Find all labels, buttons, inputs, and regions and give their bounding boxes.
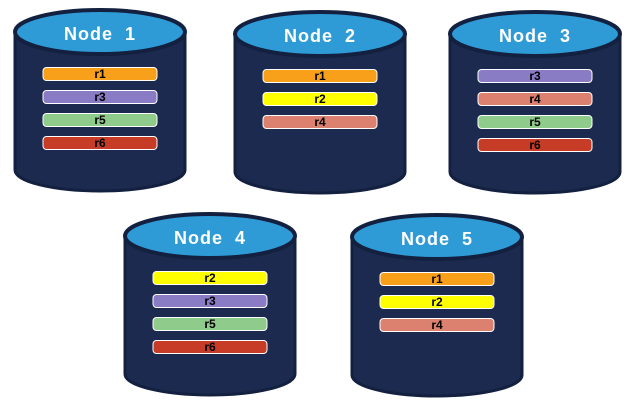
replica-stack: r1 r2 r4 [262,69,378,129]
replica-bar-r5: r5 [152,317,268,331]
node-title: Node 4 [173,227,246,248]
cylinder-top [13,8,187,56]
replica-stack: r3 r4 r5 r6 [477,69,593,152]
cylinder-top [123,212,297,260]
replica-bar-r4: r4 [379,318,495,332]
replica-bar-r3: r3 [42,90,158,104]
replica-bar-r6: r6 [477,138,593,152]
replica-bar-r6: r6 [152,340,268,354]
node-2: Node 2 r1 r2 r4 [231,9,409,195]
replica-stack: r2 r3 r5 r6 [152,271,268,354]
replica-bar-r2: r2 [152,271,268,285]
node-4: Node 4 r2 r3 r5 r6 [121,211,299,397]
replica-bar-r5: r5 [477,115,593,129]
replica-bar-r5: r5 [42,113,158,127]
replica-bar-r3: r3 [477,69,593,83]
node-title: Node 3 [498,25,571,46]
node-5: Node 5 r1 r2 r4 [348,212,526,398]
node-title: Node 5 [400,228,473,249]
replica-bar-r2: r2 [379,295,495,309]
node-title: Node 1 [63,23,136,44]
replica-bar-r6: r6 [42,136,158,150]
replica-stack: r1 r3 r5 r6 [42,67,158,150]
node-title: Node 2 [283,25,356,46]
replica-bar-r4: r4 [262,115,378,129]
replica-bar-r4: r4 [477,92,593,106]
cylinder-top [233,10,407,58]
replica-bar-r1: r1 [379,272,495,286]
replica-bar-r2: r2 [262,92,378,106]
replica-stack: r1 r2 r4 [379,272,495,332]
replica-bar-r1: r1 [262,69,378,83]
replica-bar-r1: r1 [42,67,158,81]
node-3: Node 3 r3 r4 r5 r6 [446,9,624,195]
cylinder-top [448,10,622,58]
node-1: Node 1 r1 r3 r5 r6 [11,7,189,193]
replica-bar-r3: r3 [152,294,268,308]
cylinder-top [350,213,524,261]
